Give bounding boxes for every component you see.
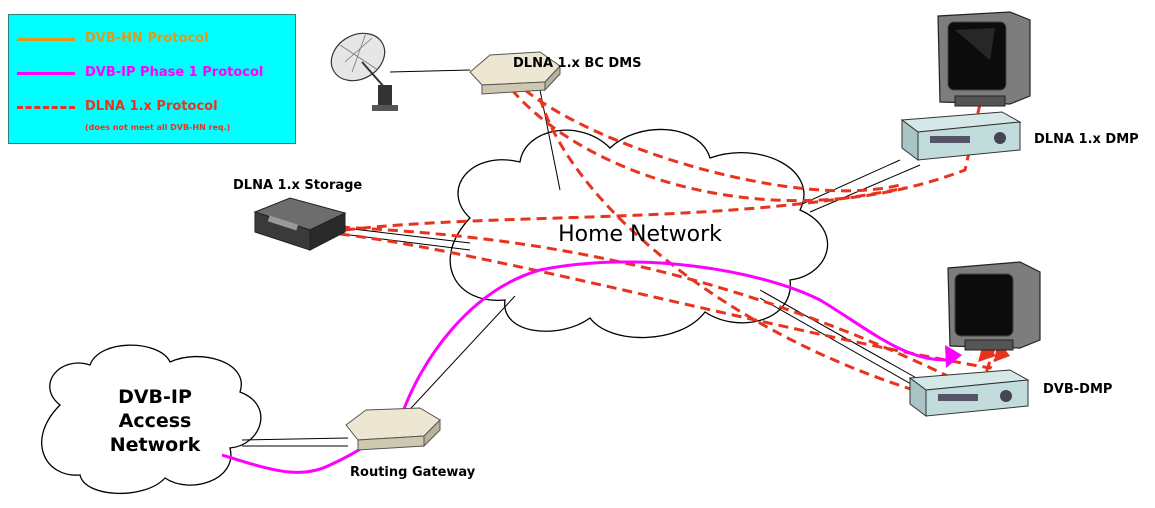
- legend-note: (does not meet all DVB-HN req.): [85, 123, 231, 132]
- access-network-line: Network: [109, 434, 201, 456]
- television-icon: [937, 11, 1031, 107]
- dlna-protocol-paths: [339, 81, 1007, 395]
- dmp-label: DLNA 1.x DMP: [1034, 132, 1139, 147]
- legend-swatch: [17, 106, 75, 109]
- legend-label: DLNA 1.x Protocol: [85, 99, 218, 114]
- router-icon: [345, 407, 441, 451]
- legend-label: DVB-IP Phase 1 Protocol: [85, 65, 264, 80]
- access-network-label: DVB-IP Access Network: [95, 385, 215, 457]
- vcr-icon: [908, 369, 1030, 417]
- legend-label: DVB-HN Protocol: [85, 31, 209, 46]
- dvb-ip-protocol-path: [221, 260, 951, 474]
- legend-item-dvb-ip: DVB-IP Phase 1 Protocol: [9, 63, 297, 83]
- storage-label: DLNA 1.x Storage: [233, 178, 363, 193]
- bc-dms-label: DLNA 1.x BC DMS: [513, 56, 642, 71]
- set-top-box-icon: [469, 51, 561, 95]
- television-icon: [947, 261, 1041, 351]
- access-network-line: DVB-IP: [118, 386, 192, 408]
- legend-swatch: [17, 72, 75, 75]
- dvb-dmp-label: DVB-DMP: [1043, 382, 1113, 397]
- legend-swatch: [17, 38, 75, 41]
- storage-device-icon: [253, 197, 347, 251]
- access-network-line: Access: [118, 410, 192, 432]
- dvb-ip-arrowhead: [945, 345, 962, 368]
- vcr-icon: [900, 111, 1022, 161]
- gateway-label: Routing Gateway: [350, 465, 476, 480]
- satellite-dish-icon: [330, 32, 398, 111]
- home-network-label: Home Network: [558, 222, 722, 247]
- access-network-cloud: [41, 344, 262, 495]
- legend-item-dlna: DLNA 1.x Protocol: [9, 97, 297, 117]
- home-network-cloud: [449, 128, 829, 339]
- connection-lines: [241, 69, 921, 447]
- legend: DVB-HN Protocol DVB-IP Phase 1 Protocol …: [8, 14, 296, 144]
- legend-item-dvb-hn: DVB-HN Protocol: [9, 29, 297, 49]
